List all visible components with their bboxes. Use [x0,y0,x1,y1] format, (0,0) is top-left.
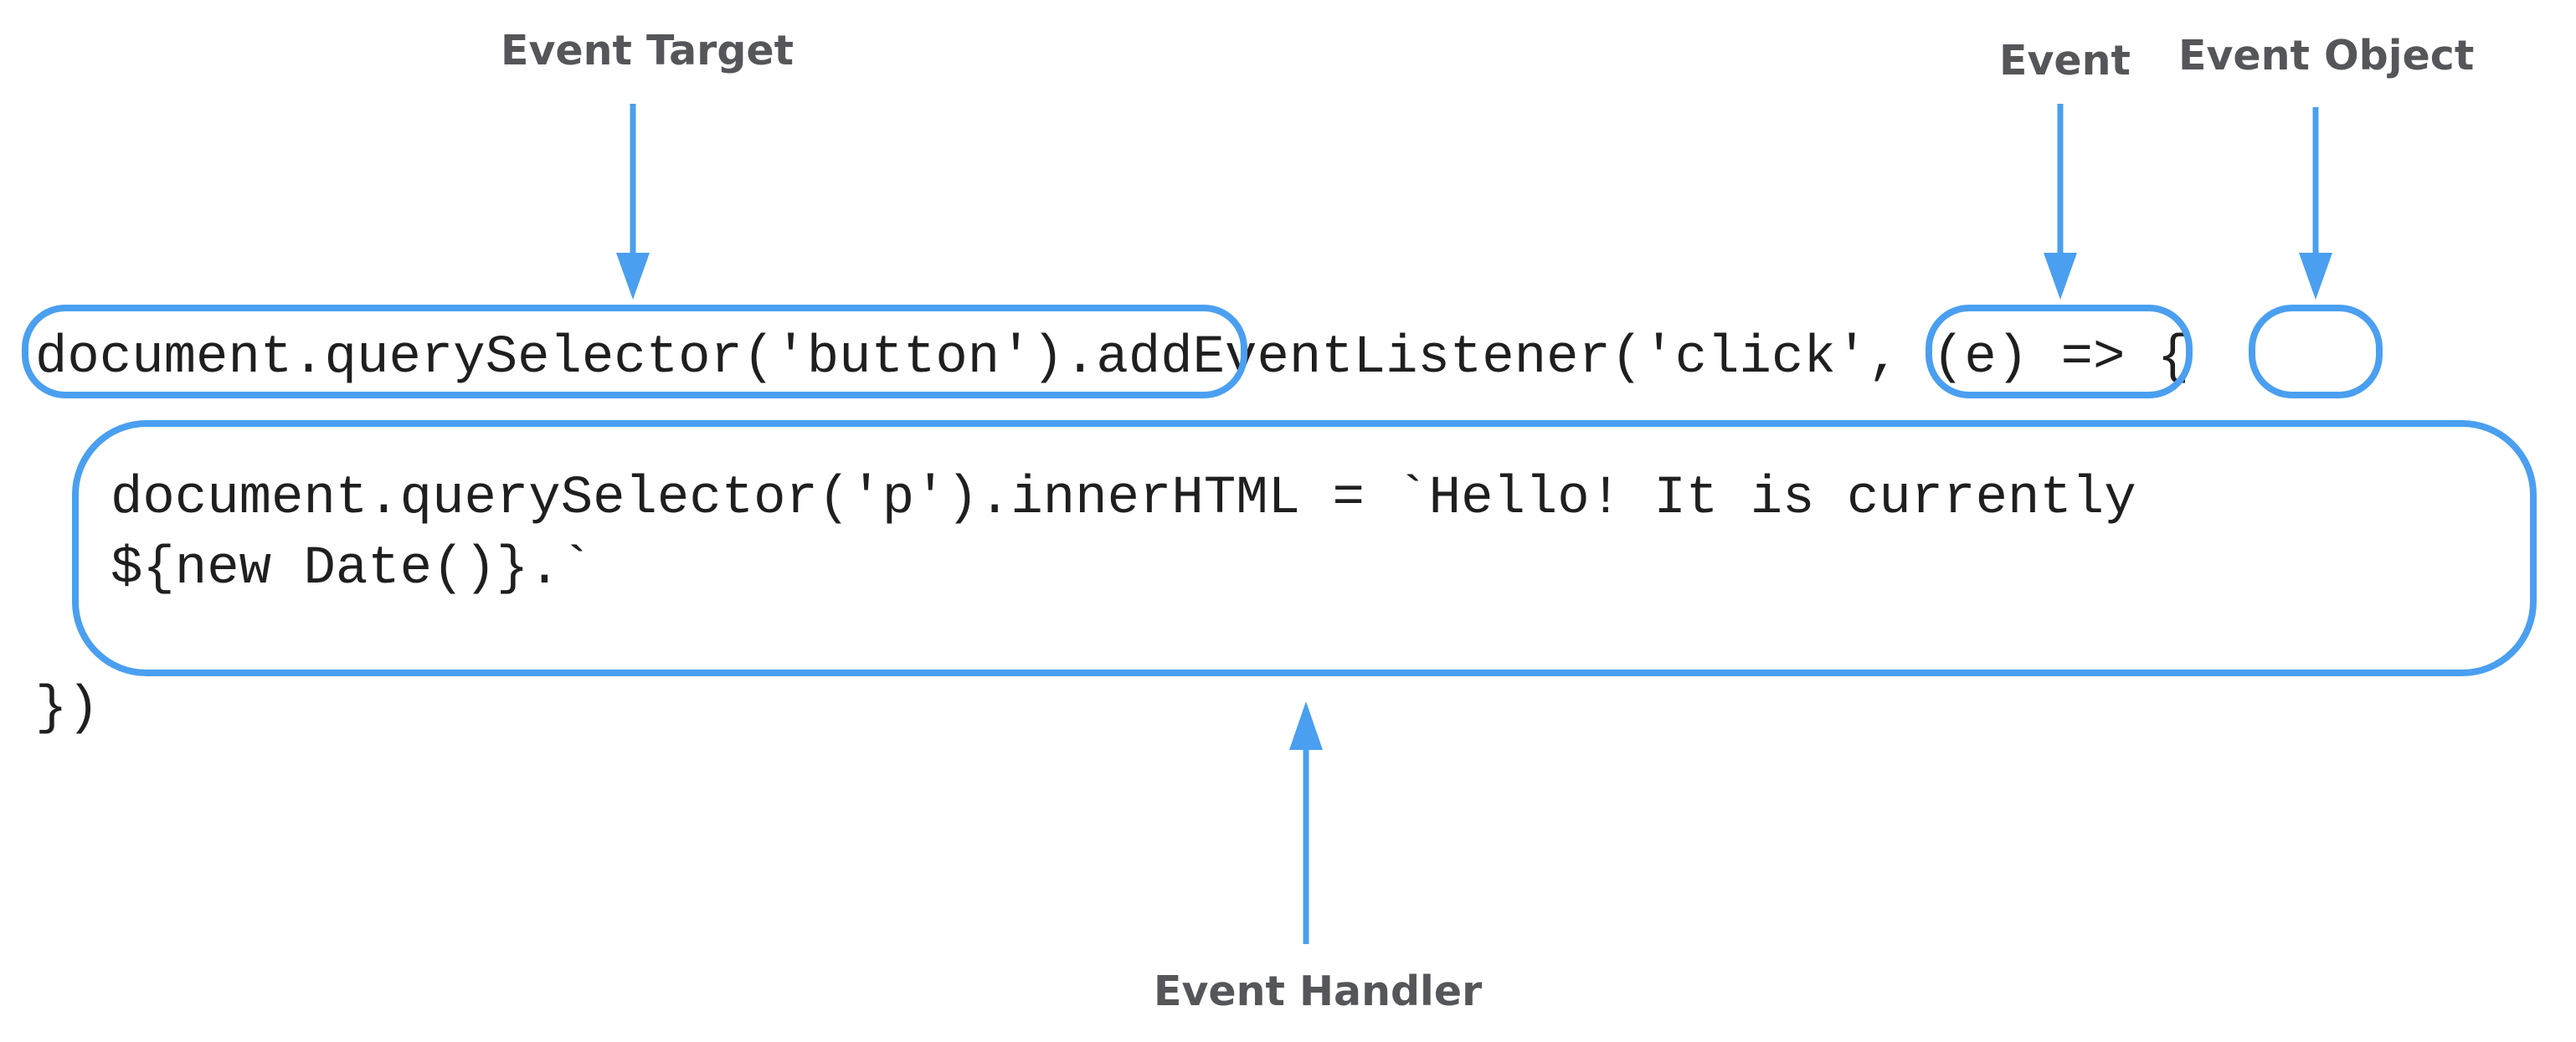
event-handler-label: Event Handler [1154,968,1483,1015]
event-target-highlight [22,305,1247,398]
code-event-param: (e) [1931,328,2029,388]
event-target-label: Event Target [501,27,794,74]
event-target-arrow-head [616,253,650,300]
code-line-2: document.querySelector('p').innerHTML = … [111,469,2136,529]
code-separator: , [1868,328,1932,388]
event-object-label: Event Object [2178,32,2475,80]
code-line-1: document.querySelector('button').addEven… [35,331,2189,385]
event-handler-highlight [72,420,2537,676]
event-object-highlight [2249,305,2383,398]
code-line-4: }) [35,679,100,739]
code-line-3: ${new Date()}.` [111,539,594,599]
event-arrow-head [2044,253,2077,300]
code-arrow-fn: => { [2028,328,2190,388]
event-handler-arrow-head [1289,701,1323,750]
event-object-arrow-head [2299,253,2332,300]
event-label: Event [1999,37,2131,85]
code-event-type: 'click' [1643,328,1869,388]
code-event-target: document.querySelector('button') [35,328,1064,388]
code-add-listener: .addEventListener( [1064,328,1643,388]
event-highlight [1926,305,2193,398]
